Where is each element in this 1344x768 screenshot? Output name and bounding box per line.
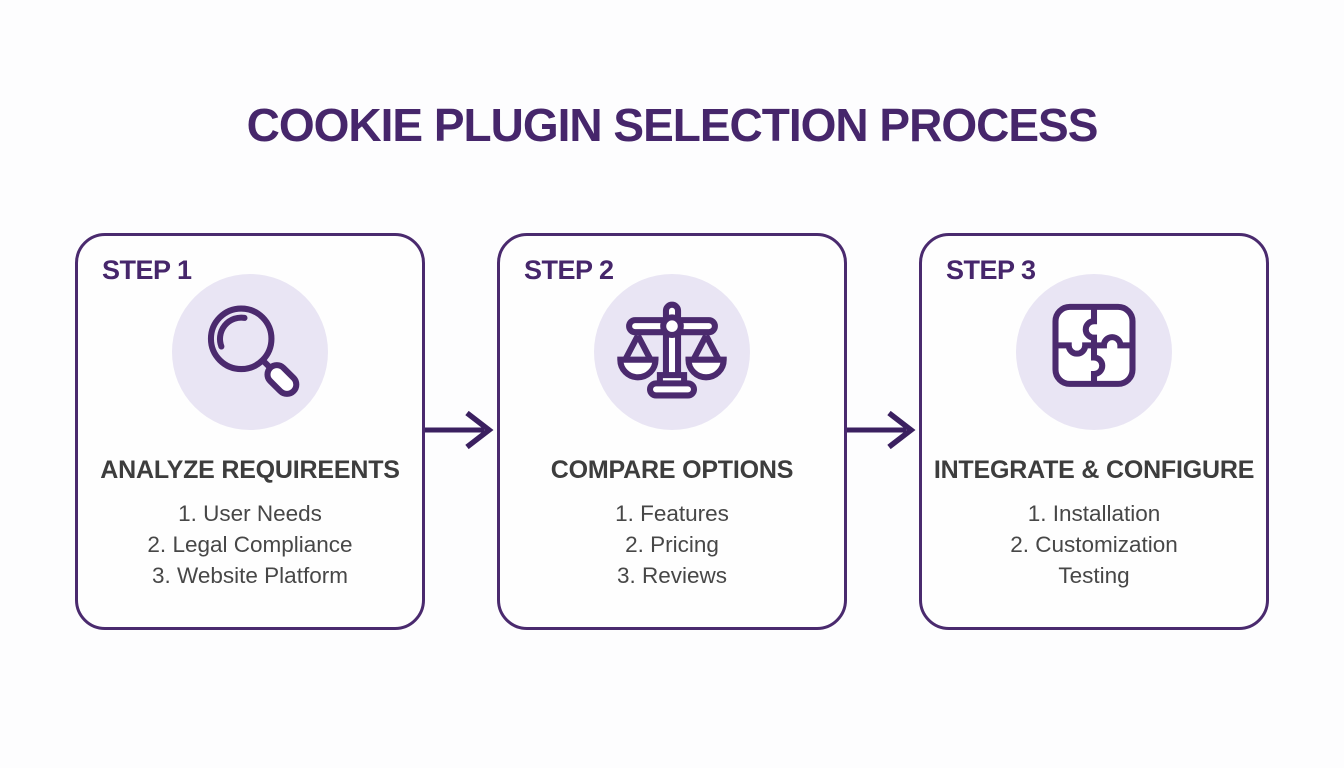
scales-icon — [594, 274, 750, 430]
list-item: 3. Website Platform — [152, 563, 348, 588]
list-item: 2. Customization — [1010, 532, 1178, 557]
step-card-3: STEP 3 INTEGRATE & CONFIGURE 1. Installa… — [919, 233, 1269, 630]
list-item: 2. Legal Compliance — [147, 532, 353, 557]
step-label: STEP 1 — [102, 255, 192, 285]
list-item: Testing — [1058, 563, 1130, 588]
card-heading: INTEGRATE & CONFIGURE — [933, 456, 1255, 484]
step-card-2: STEP 2 COMPARE OPTIONS 1. Features 2. Pr… — [497, 233, 847, 630]
list-item: 1. Features — [615, 501, 729, 526]
list-item: 1. Installation — [1027, 501, 1161, 526]
card-list: 1. Installation 2. Customization Testing — [1010, 498, 1178, 591]
list-item: 3. Reviews — [616, 563, 728, 588]
puzzle-icon — [1016, 274, 1172, 430]
process-steps: STEP 1 ANALYZE REQUIREENTS 1. User Needs… — [0, 233, 1344, 630]
list-item: 2. Pricing — [625, 532, 719, 557]
card-heading: ANALYZE REQUIREENTS — [100, 456, 400, 484]
step-label: STEP 3 — [946, 255, 1036, 285]
card-list: 1. User Needs 2. Legal Compliance 3. Web… — [147, 498, 352, 591]
card-list: 1. Features 2. Pricing 3. Reviews — [615, 498, 729, 591]
page-title: COOKIE PLUGIN SELECTION PROCESS — [246, 99, 1099, 151]
magnifier-icon — [172, 274, 328, 430]
step-card-1: STEP 1 ANALYZE REQUIREENTS 1. User Needs… — [75, 233, 425, 630]
arrow-right-icon — [425, 233, 497, 630]
card-heading: COMPARE OPTIONS — [550, 456, 794, 484]
list-item: 1. User Needs — [178, 501, 322, 526]
arrow-right-icon — [847, 233, 919, 630]
step-label: STEP 2 — [524, 255, 614, 285]
